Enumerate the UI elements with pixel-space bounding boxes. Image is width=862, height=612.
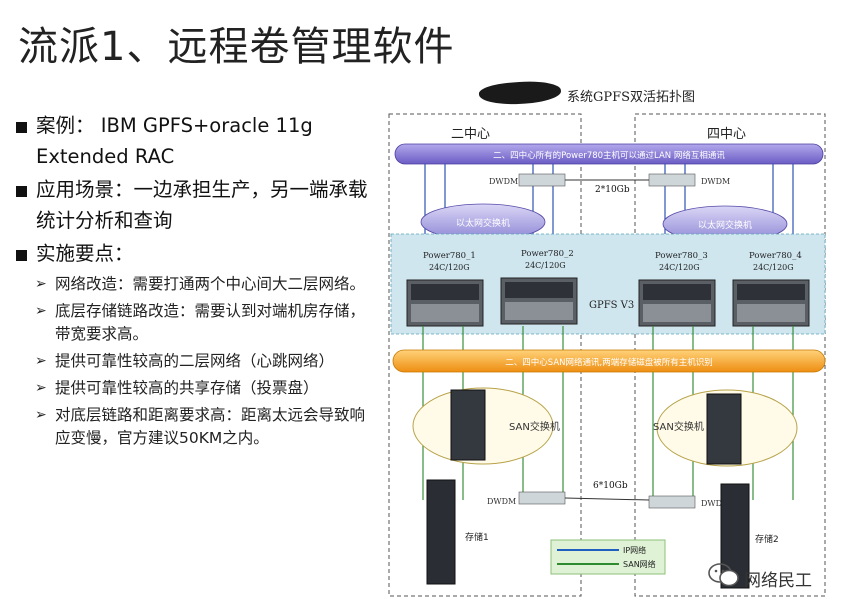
san-bar [392, 349, 826, 373]
legend-box [550, 539, 666, 575]
arrow-icon: ➢ [35, 276, 47, 292]
bullet-text: 案例： IBM GPFS+oracle 11g Extended RAC [36, 114, 313, 168]
storage-2-label: 存储2 [755, 533, 779, 545]
server-3-spec: 24C/120G [659, 263, 700, 272]
dwdm-bottom-left-label: DWDM [487, 497, 516, 506]
san-switch-right-label: SAN交换机 [653, 420, 704, 433]
subbullet-storage-link: ➢ 底层存储链路改造：需要认到对端机房存储，带宽要求高。 [16, 300, 372, 346]
page-title: 流派1、远程卷管理软件 [18, 24, 455, 70]
bullet-square-icon [16, 250, 27, 261]
subbullet-text: 网络改造：需要打通两个中心间大二层网络。 [55, 275, 366, 293]
server-2 [500, 277, 578, 325]
top-link-label: 2*10Gb [595, 185, 630, 195]
server-2-spec: 24C/120G [525, 261, 566, 270]
diagram-title-text: 系统GPFS双活拓扑图 [567, 90, 696, 105]
server-4 [732, 279, 810, 327]
lan-bar-label: 二、四中心所有的Power780主机可以通过LAN 网络互相通讯 [493, 150, 725, 161]
topology-diagram: 系统GPFS双活拓扑图 二中心 四中心 [383, 79, 838, 600]
watermark-label: 网络民工 [744, 571, 812, 591]
storage-1 [426, 479, 456, 585]
subbullet-shared-storage: ➢ 提供可靠性较高的共享存储（投票盘） [16, 377, 372, 400]
eth-switch-right-label: 以太网交换机 [698, 219, 752, 231]
lan-bar [394, 143, 824, 165]
bottom-link-label: 6*10Gb [593, 481, 628, 491]
san-switch-left-rack [450, 389, 486, 461]
center-right-label: 四中心 [707, 127, 746, 142]
subbullet-text: 提供可靠性较高的二层网络（心跳网络） [55, 352, 335, 370]
bullet-scenario: 应用场景：一边承担生产，另一端承载统计分析和查询 [16, 174, 372, 236]
legend-ip-label: IP网络 [623, 545, 646, 555]
eth-switch-left-label: 以太网交换机 [456, 217, 510, 229]
server-2-name: Power780_2 [521, 249, 574, 259]
arrow-icon: ➢ [35, 380, 47, 396]
center-left-label: 二中心 [451, 127, 490, 142]
server-3 [638, 279, 716, 327]
watermark: 网络民工 [708, 562, 848, 592]
diagram-canvas: 二中心 四中心 二、四中心所有的Power780主机可以通过LAN 网络互相通讯… [388, 113, 826, 597]
gpfs-label: GPFS V3 [589, 300, 634, 311]
dwdm-top-left-label: DWDM [489, 177, 518, 186]
subbullet-text: 提供可靠性较高的共享存储（投票盘） [55, 379, 319, 397]
arrow-icon: ➢ [35, 407, 47, 423]
wechat-logo-icon [708, 563, 739, 587]
arrow-icon: ➢ [35, 353, 47, 369]
subbullet-text: 底层存储链路改造：需要认到对端机房存储，带宽要求高。 [55, 302, 366, 343]
dwdm-top-left [518, 173, 566, 187]
storage-1-label: 存储1 [465, 531, 489, 543]
san-switch-left-label: SAN交换机 [509, 420, 560, 433]
dwdm-bottom-right [648, 495, 696, 509]
san-bar-label: 二、四中心SAN网络通讯,两端存储磁盘被所有主机识别 [505, 357, 712, 368]
subbullet-distance: ➢ 对底层链路和距离要求高：距离太远会导致响应变慢，官方建议50KM之内。 [16, 404, 372, 450]
dwdm-top-right [648, 173, 696, 187]
bullet-square-icon [16, 122, 27, 133]
bullet-square-icon [16, 186, 27, 197]
bullet-text: 应用场景：一边承担生产，另一端承载统计分析和查询 [36, 178, 368, 232]
bullet-case: 案例： IBM GPFS+oracle 11g Extended RAC [16, 110, 372, 172]
dwdm-bottom-right-label: DWDM [701, 499, 730, 508]
server-4-spec: 24C/120G [753, 263, 794, 272]
legend-san-label: SAN网络 [623, 559, 656, 569]
subbullet-text: 对底层链路和距离要求高：距离太远会导致响应变慢，官方建议50KM之内。 [55, 406, 366, 447]
san-switch-right-rack [706, 393, 742, 465]
arrow-icon: ➢ [35, 303, 47, 319]
server-1-name: Power780_1 [423, 251, 476, 261]
diagram-title: 系统GPFS双活拓扑图 [567, 86, 695, 105]
bullet-text: 实施要点： [36, 242, 134, 265]
dwdm-bottom-left [518, 491, 566, 505]
bullet-list: 案例： IBM GPFS+oracle 11g Extended RAC 应用场… [16, 110, 372, 450]
center-left-box [388, 113, 582, 597]
server-3-name: Power780_3 [655, 251, 708, 261]
bullet-key-points: 实施要点： [16, 238, 372, 269]
dwdm-top-right-label: DWDM [701, 177, 730, 186]
bottom-link-line [564, 497, 650, 501]
server-1-spec: 24C/120G [429, 263, 470, 272]
server-1 [406, 279, 484, 327]
subbullet-l2-network: ➢ 提供可靠性较高的二层网络（心跳网络） [16, 350, 372, 373]
subbullet-network: ➢ 网络改造：需要打通两个中心间大二层网络。 [16, 273, 372, 296]
server-4-name: Power780_4 [749, 251, 802, 261]
